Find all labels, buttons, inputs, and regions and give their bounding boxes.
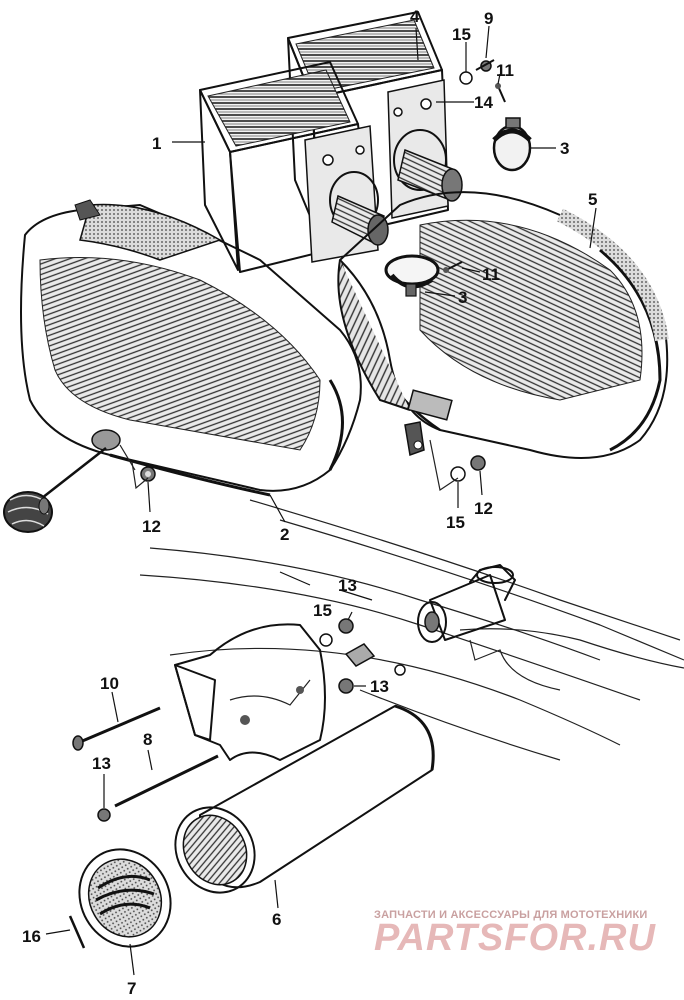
nuts-12-15-right — [429, 439, 486, 491]
motorcycle-frame — [139, 499, 684, 761]
part-label-14: 14 — [474, 93, 493, 112]
filter-cylinder-6 — [174, 704, 435, 894]
air-cleaner-case-2 — [20, 199, 362, 497]
part-label-13: 13 — [92, 754, 111, 773]
leader-lines — [45, 25, 597, 976]
air-cleaner-bracket — [174, 623, 326, 761]
part-label-8: 8 — [143, 730, 152, 749]
hose-band-3-upper — [492, 117, 532, 172]
nut-12-left — [131, 461, 156, 490]
part-label-11: 11 — [482, 265, 500, 284]
part-number-labels: 1 4 15 9 11 14 3 5 11 3 12 2 15 12 13 15… — [22, 7, 597, 998]
part-label-7: 7 — [127, 979, 136, 998]
part-label-3: 3 — [458, 288, 467, 307]
part-label-13: 13 — [338, 576, 357, 595]
nuts-13-15-mid — [319, 618, 406, 694]
part-label-3: 3 — [560, 139, 569, 158]
part-label-1: 1 — [152, 134, 161, 153]
end-cap-7 — [78, 848, 172, 948]
part-label-6: 6 — [272, 910, 281, 929]
part-label-11: 11 — [496, 61, 514, 80]
part-label-15: 15 — [446, 513, 465, 532]
air-filter-element-1 — [199, 61, 389, 273]
part-label-2: 2 — [280, 525, 289, 544]
pin-16 — [68, 915, 86, 949]
part-label-13: 13 — [370, 677, 389, 696]
frame-collar — [417, 564, 516, 643]
watermark: ЗАПЧАСТИ И АКСЕССУАРЫ ДЛЯ МОТОТЕХНИКИ PA… — [374, 909, 656, 959]
part-label-15: 15 — [452, 25, 471, 44]
watermark-tagline: ЗАПЧАСТИ И АКСЕССУАРЫ ДЛЯ МОТОТЕХНИКИ — [374, 909, 647, 921]
hose-band-3-middle — [384, 254, 440, 297]
part-label-5: 5 — [588, 190, 597, 209]
part-label-4: 4 — [410, 7, 420, 26]
watermark-brand: PARTSFOR.RU — [374, 917, 656, 959]
bolt-10 — [72, 706, 161, 751]
part-label-10: 10 — [100, 674, 119, 693]
part-label-12: 12 — [474, 499, 493, 518]
rod-8 — [97, 754, 219, 822]
part-label-9: 9 — [484, 9, 493, 28]
screws-top-right — [443, 59, 506, 273]
air-cleaner-case-5 — [337, 191, 669, 459]
wing-nut-knob — [3, 447, 107, 533]
part-label-16: 16 — [22, 927, 41, 946]
part-label-12: 12 — [142, 517, 161, 536]
part-label-15: 15 — [313, 601, 332, 620]
